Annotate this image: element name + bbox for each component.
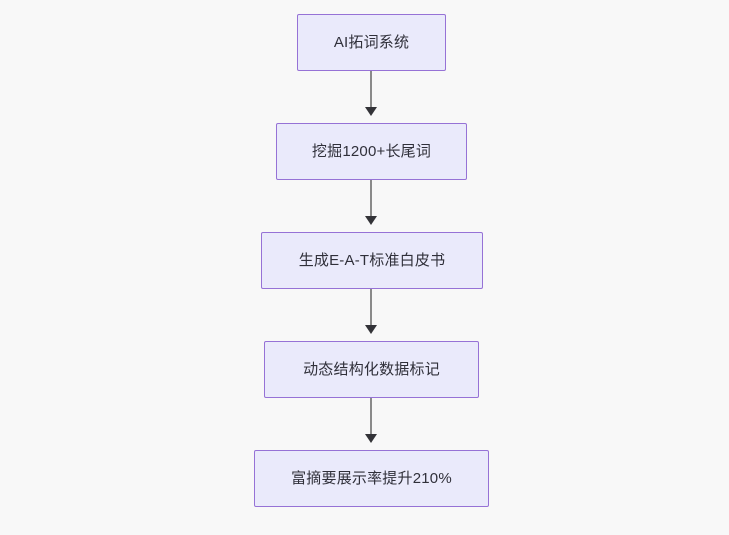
flowchart-node-label: 富摘要展示率提升210% [291,469,452,487]
arrowhead-node3-to-node4 [365,325,377,334]
flowchart-node-mine-longtail-keywords[interactable]: 挖掘1200+长尾词 [276,123,467,180]
flowchart-node-rich-snippet-impression-lift[interactable]: 富摘要展示率提升210% [254,450,489,507]
flowchart-node-label: 生成E-A-T标准白皮书 [298,251,446,269]
arrowhead-node2-to-node3 [365,216,377,225]
flowchart-node-label: 挖掘1200+长尾词 [311,142,432,160]
edge-node1-to-node2 [370,71,372,114]
flowchart-node-label: AI拓词系统 [333,33,410,51]
flowchart-node-generate-eat-whitepaper[interactable]: 生成E-A-T标准白皮书 [261,232,483,289]
edge-node2-to-node3 [370,180,372,223]
arrowhead-node4-to-node5 [365,434,377,443]
flowchart-node-ai-keyword-system[interactable]: AI拓词系统 [297,14,446,71]
edge-node3-to-node4 [370,289,372,332]
arrowhead-node1-to-node2 [365,107,377,116]
flowchart-node-dynamic-structured-data-markup[interactable]: 动态结构化数据标记 [264,341,479,398]
flowchart-node-label: 动态结构化数据标记 [303,360,440,378]
edge-node4-to-node5 [370,398,372,441]
